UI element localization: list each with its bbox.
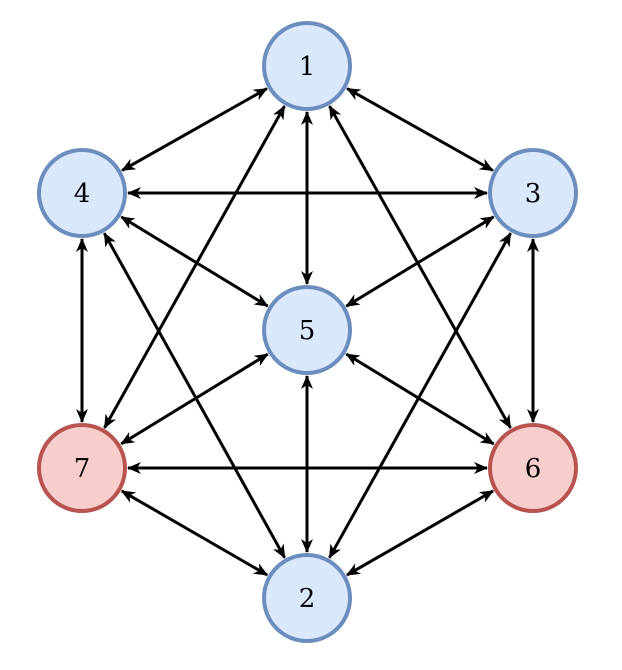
node-label-3: 3 (525, 179, 542, 209)
node-circle-5 (262, 285, 352, 375)
node-6: 6 (488, 423, 578, 513)
node-label-1: 1 (299, 52, 316, 82)
node-circle-6 (488, 423, 578, 513)
edge-3-2 (328, 232, 512, 559)
node-circle-1 (262, 21, 352, 111)
edge-1-4 (121, 87, 268, 172)
node-label-5: 5 (299, 316, 316, 346)
nodes-layer: 1 2 3 4 5 6 7 (37, 21, 578, 643)
node-label-7: 7 (74, 454, 91, 484)
edge-4-2 (102, 232, 287, 559)
node-1: 1 (262, 21, 352, 111)
node-circle-7 (37, 423, 127, 513)
edge-1-6 (328, 105, 512, 429)
node-circle-3 (488, 148, 578, 238)
edges-layer (76, 87, 539, 577)
edge-7-2 (120, 489, 269, 577)
edge-1-3 (346, 87, 494, 172)
node-label-4: 4 (74, 179, 91, 209)
node-label-6: 6 (525, 454, 542, 484)
node-label-2: 2 (299, 584, 316, 614)
edge-3-5 (345, 215, 495, 308)
edge-4-5 (120, 215, 269, 308)
node-circle-4 (37, 148, 127, 238)
node-3: 3 (488, 148, 578, 238)
node-5: 5 (262, 285, 352, 375)
edge-1-7 (103, 105, 286, 429)
node-2: 2 (262, 553, 352, 643)
node-4: 4 (37, 148, 127, 238)
edge-5-7 (120, 352, 269, 446)
node-circle-2 (262, 553, 352, 643)
node-7: 7 (37, 423, 127, 513)
edge-6-2 (346, 489, 494, 577)
edge-5-6 (345, 352, 495, 446)
